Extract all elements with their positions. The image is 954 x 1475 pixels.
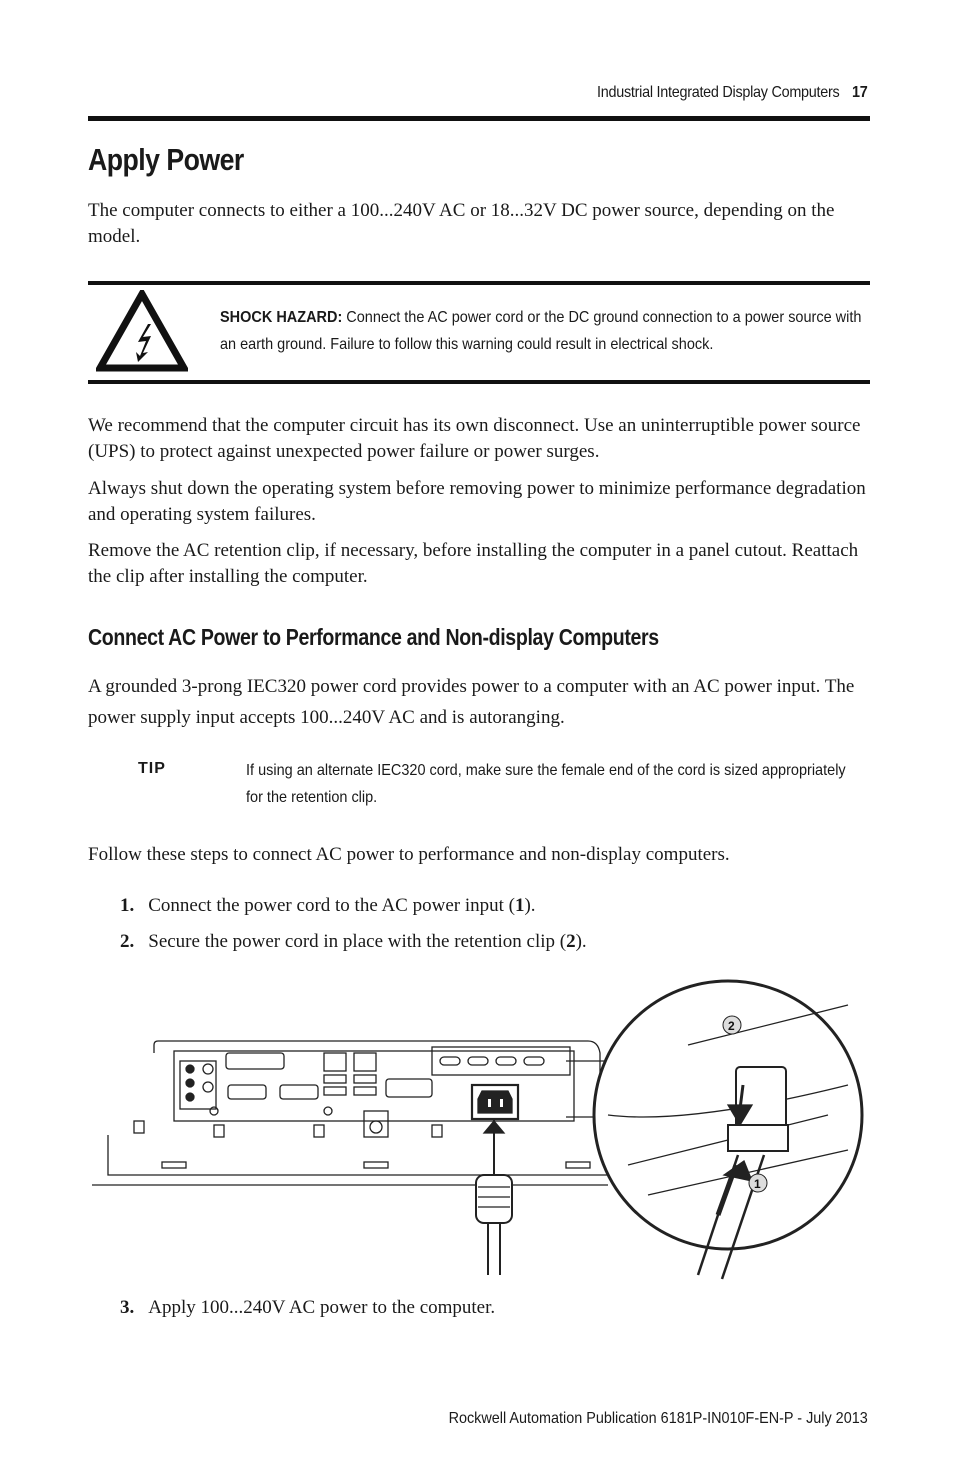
electrical-shock-warning-icon xyxy=(96,290,188,372)
header-rule xyxy=(88,116,870,121)
subsection-title: Connect AC Power to Performance and Non-… xyxy=(88,624,659,650)
step-number: 3. xyxy=(120,1297,135,1318)
warning-text: Connect the AC power cord or the DC grou… xyxy=(220,309,862,353)
running-header: Industrial Integrated Display Computers 1… xyxy=(597,84,869,102)
step-2: 2. Secure the power cord in place with t… xyxy=(120,931,860,953)
section-intro: The computer connects to either a 100...… xyxy=(88,200,835,247)
step-text-end: ). xyxy=(524,895,536,916)
ac-power-connection-illustration: 2 1 xyxy=(92,979,864,1280)
step-text: Apply 100...240V AC power to the compute… xyxy=(148,1297,496,1318)
warning-message: SHOCK HAZARD: Connect the AC power cord … xyxy=(220,304,872,358)
callout-1: 1 xyxy=(754,1177,761,1191)
step-1: 1. Connect the power cord to the AC powe… xyxy=(120,895,860,917)
section-title: Apply Power xyxy=(88,142,244,177)
paragraph-shutdown: Always shut down the operating system be… xyxy=(88,478,866,525)
warning-bottom-rule xyxy=(88,380,870,384)
step-number: 1. xyxy=(120,895,135,916)
subsection-intro: A grounded 3-prong IEC320 power cord pro… xyxy=(88,676,855,728)
step-text: Connect the power cord to the AC power i… xyxy=(148,895,515,916)
step-text-end: ). xyxy=(575,931,587,952)
running-title: Industrial Integrated Display Computers xyxy=(597,84,841,101)
page-number: 17 xyxy=(852,84,869,101)
publication-footer: Rockwell Automation Publication 6181P-IN… xyxy=(448,1410,868,1427)
callout-ref: 2 xyxy=(566,931,576,952)
callout-ref: 1 xyxy=(514,895,525,916)
tip-text: If using an alternate IEC320 cord, make … xyxy=(246,762,846,806)
step-text: Secure the power cord in place with the … xyxy=(148,931,567,952)
step-3: 3. Apply 100...240V AC power to the comp… xyxy=(120,1297,860,1319)
tip-label: TIP xyxy=(138,760,166,777)
paragraph-retention-clip: Remove the AC retention clip, if necessa… xyxy=(88,540,859,587)
warning-label: SHOCK HAZARD: xyxy=(220,309,343,326)
steps-intro: Follow these steps to connect AC power t… xyxy=(88,844,730,865)
paragraph-disconnect: We recommend that the computer circuit h… xyxy=(88,415,861,462)
callout-2: 2 xyxy=(728,1019,735,1033)
warning-top-rule xyxy=(88,281,870,285)
step-number: 2. xyxy=(120,931,135,952)
